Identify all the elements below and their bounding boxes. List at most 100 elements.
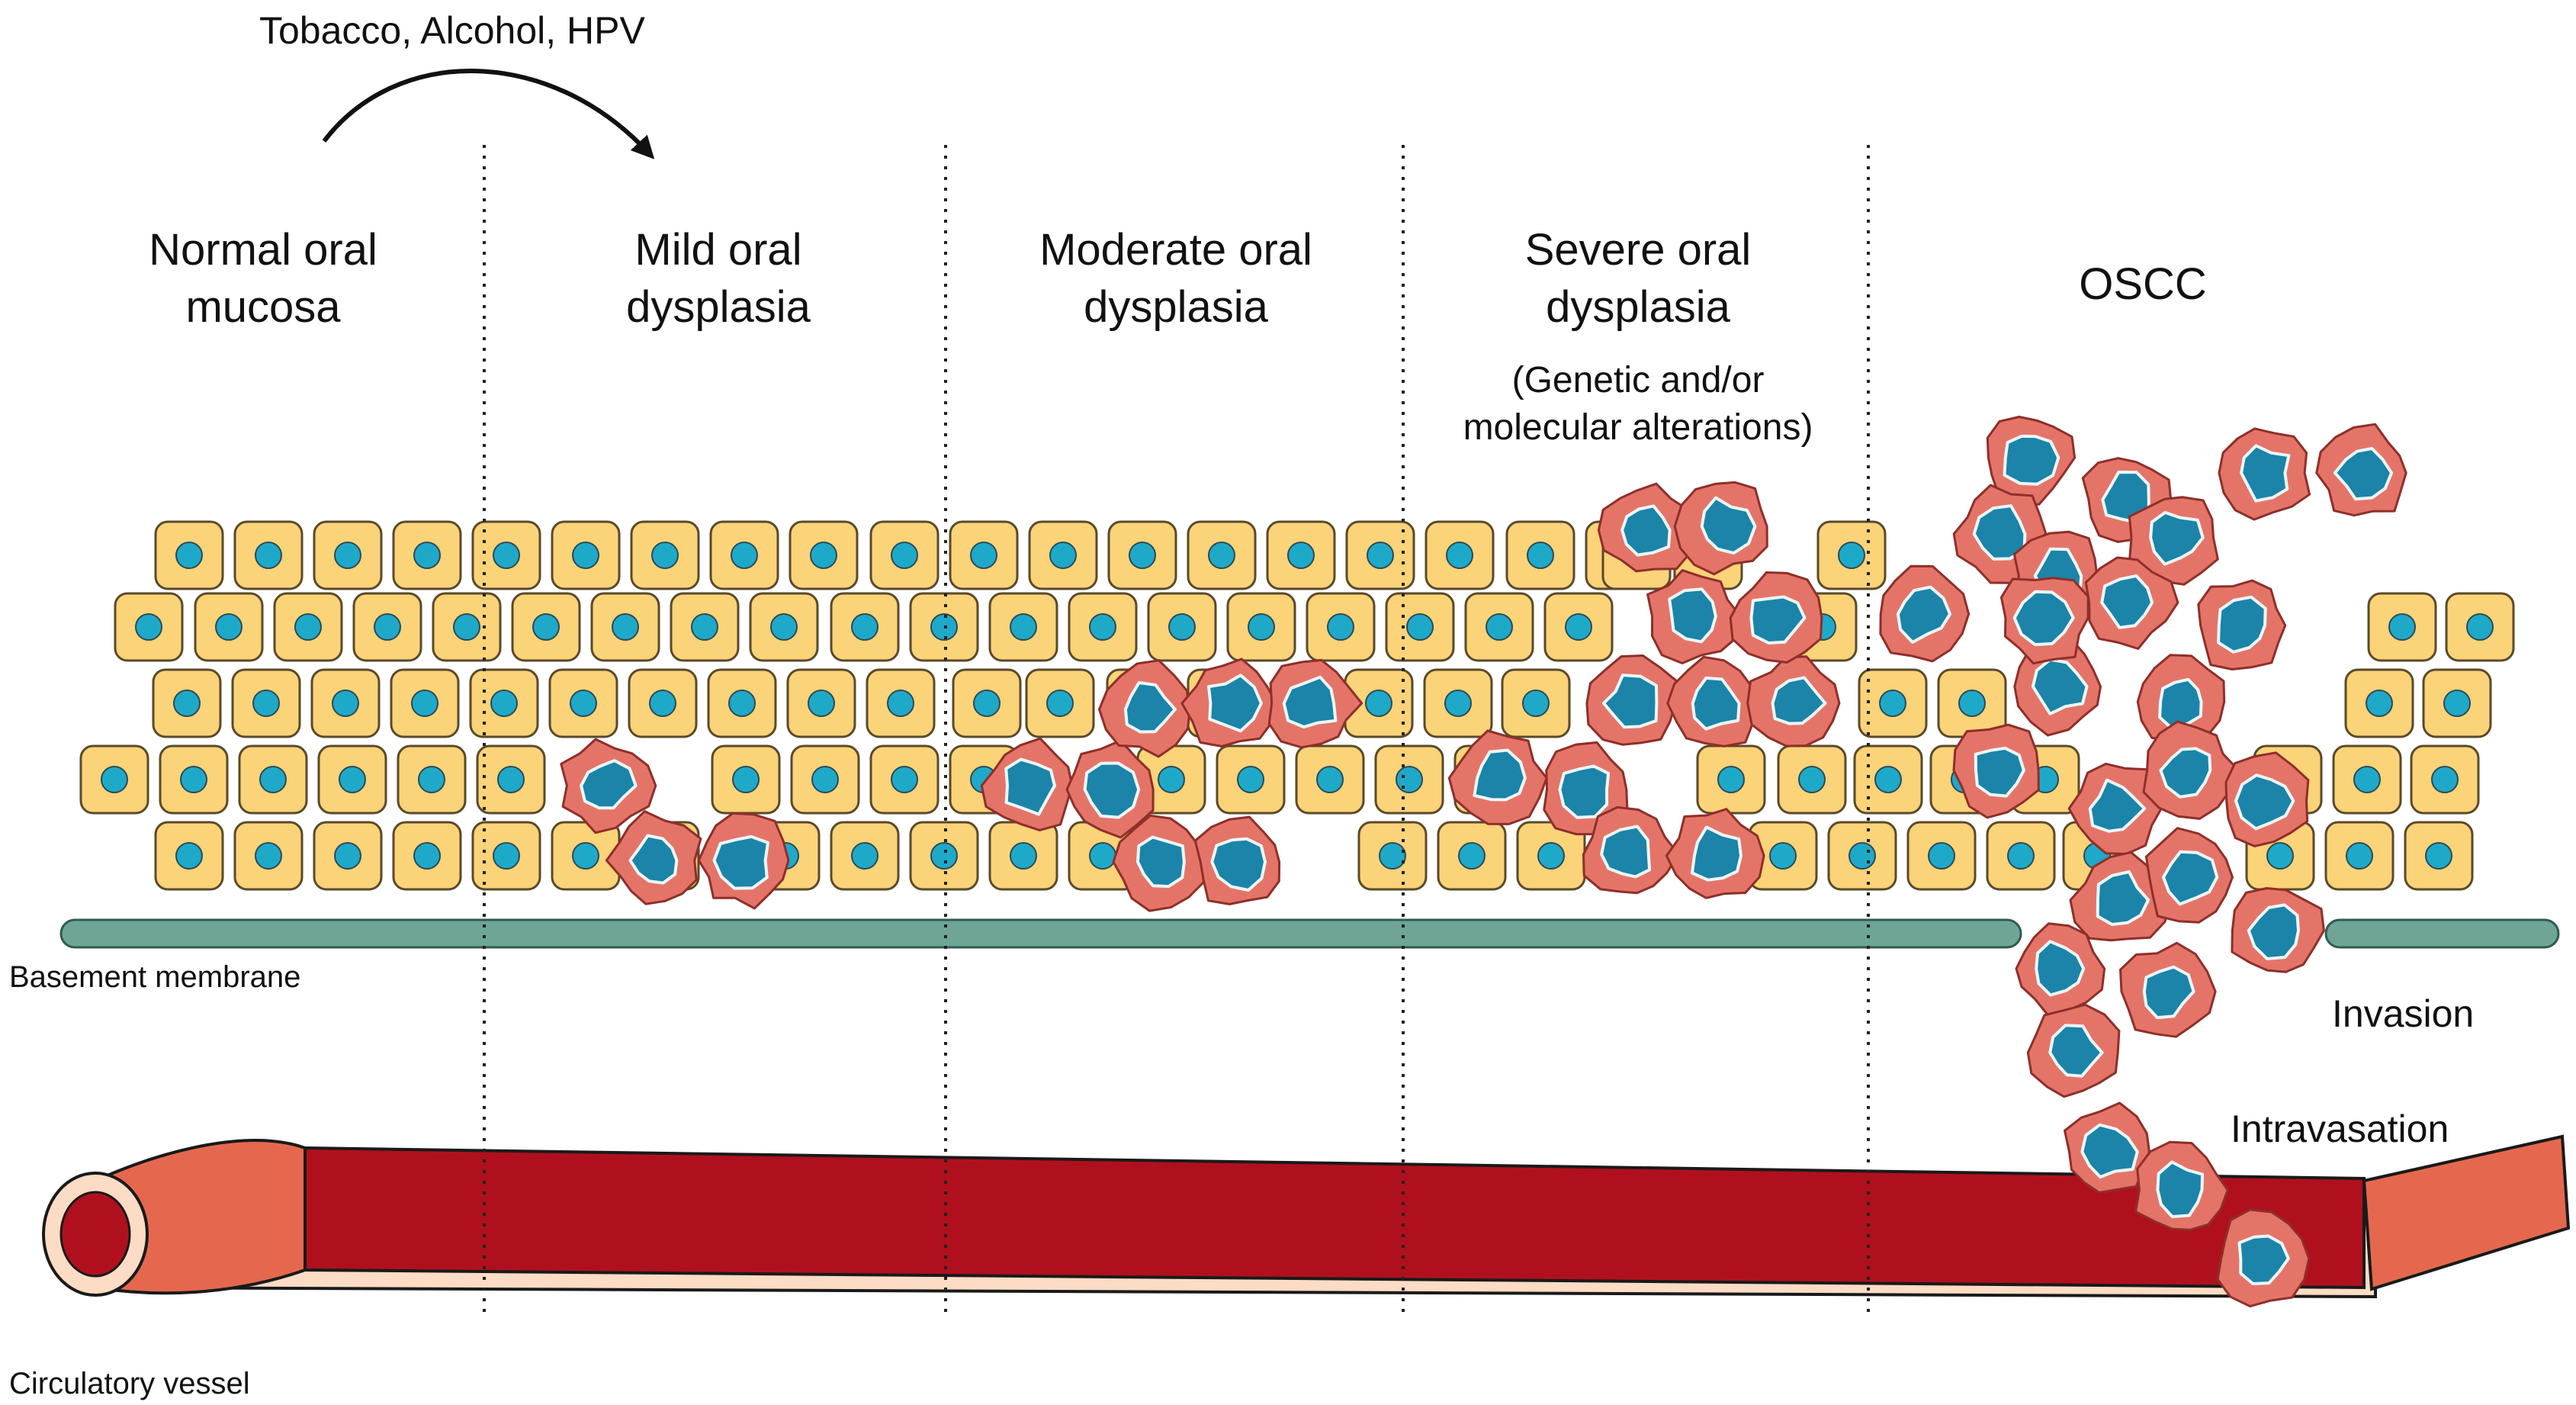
tumor-nucleus — [1896, 585, 1952, 644]
cell-nucleus — [887, 690, 914, 717]
stage-mild-label: Mild oral dysplasia — [626, 225, 811, 333]
cell-nucleus — [259, 766, 287, 793]
cell-nucleus — [1327, 613, 1354, 641]
genetic-alterations-note: (Genetic and/or molecular alterations) — [1463, 360, 1813, 449]
circulatory-vessel-label: Circulatory vessel — [9, 1367, 250, 1400]
cell-nucleus — [649, 690, 676, 717]
cell-nucleus — [2443, 690, 2471, 717]
cell-nucleus — [1874, 766, 1902, 793]
tumor-nucleus — [1602, 674, 1659, 729]
cell-nucleus — [731, 542, 758, 569]
cell-nucleus — [413, 542, 441, 569]
cell-nucleus — [2353, 766, 2381, 793]
tumor-nucleus — [2162, 850, 2219, 906]
stage-severe-label: Severe oral dysplasia — [1524, 225, 1752, 333]
cell-nucleus — [612, 613, 639, 641]
cell-nucleus — [851, 613, 878, 641]
cell-nucleus — [1396, 766, 1423, 793]
tumor-nucleus — [1771, 676, 1827, 725]
tumor-nucleus — [2080, 1123, 2139, 1179]
cell-nucleus — [493, 842, 520, 870]
tumor-nucleus — [2156, 1160, 2205, 1219]
cell-nucleus — [175, 542, 203, 569]
cell-nucleus — [1316, 766, 1344, 793]
stage-oscc-label: OSCC — [2079, 259, 2207, 309]
cell-nucleus — [418, 766, 445, 793]
cell-nucleus — [1848, 842, 1876, 870]
tumor-nucleus — [1600, 825, 1652, 879]
tumor-nucleus — [2159, 747, 2212, 799]
cell-nucleus — [1537, 842, 1565, 870]
cell-nucleus — [1527, 542, 1554, 569]
tumor-nucleus — [1668, 587, 1717, 644]
cell-nucleus — [497, 766, 525, 793]
cell-nucleus — [1565, 613, 1592, 641]
cell-nucleus — [255, 842, 282, 870]
progression-arrow — [322, 69, 655, 159]
tumor-nucleus — [2048, 1024, 2104, 1078]
cell-nucleus — [135, 613, 162, 641]
cell-nucleus — [294, 613, 322, 641]
tumor-nucleus — [1691, 825, 1742, 882]
cell-nucleus — [339, 766, 366, 793]
tumor-nucleus — [1691, 676, 1741, 731]
cell-nucleus — [334, 842, 361, 870]
tumor-nucleus — [2247, 903, 2300, 960]
cell-nucleus — [532, 613, 560, 641]
tumor-nucleus — [1558, 764, 1611, 819]
cell-nucleus — [1928, 842, 1955, 870]
tumor-nucleus — [2217, 595, 2267, 654]
stage-moderate-label: Moderate oral dysplasia — [1039, 225, 1312, 333]
cell-nucleus — [334, 542, 361, 569]
circulatory-vessel — [42, 1134, 2571, 1299]
cell-nucleus — [1129, 542, 1156, 569]
cell-nucleus — [2266, 842, 2294, 870]
tumor-nucleus — [2035, 940, 2086, 997]
cell-nucleus — [175, 842, 203, 870]
basement-membrane-right — [2324, 918, 2560, 949]
cell-nucleus — [1010, 842, 1037, 870]
cell-nucleus — [732, 766, 760, 793]
cell-nucleus — [252, 690, 280, 717]
cell-nucleus — [1458, 842, 1486, 870]
cell-nucleus — [1365, 690, 1392, 717]
cell-nucleus — [1158, 766, 1185, 793]
cell-nucleus — [973, 690, 1001, 717]
tumor-nucleus — [1620, 504, 1672, 557]
tumor-nucleus — [2149, 510, 2205, 566]
stage-normal-label: Normal oral mucosa — [149, 225, 377, 333]
cell-nucleus — [2466, 613, 2494, 641]
cell-nucleus — [811, 766, 839, 793]
tumor-nucleus — [1974, 746, 2025, 798]
cell-nucleus — [2425, 842, 2452, 870]
tumor-nucleus — [2240, 444, 2291, 503]
cell-nucleus — [1769, 842, 1797, 870]
intravasation-label: Intravasation — [2231, 1108, 2449, 1150]
tumor-nucleus — [2012, 590, 2075, 647]
cell-nucleus — [173, 690, 201, 717]
cell-nucleus — [1958, 690, 1986, 717]
cell-nucleus — [572, 542, 599, 569]
cell-nucleus — [1717, 766, 1745, 793]
cell-nucleus — [808, 690, 835, 717]
cell-nucleus — [493, 542, 520, 569]
cell-nucleus — [851, 842, 878, 870]
tumor-nucleus — [1207, 674, 1263, 733]
cell-nucleus — [413, 842, 441, 870]
epithelium-cells — [79, 416, 2515, 1308]
tumor-nucleus — [1749, 595, 1807, 645]
tumor-nucleus — [2234, 773, 2295, 831]
cell-nucleus — [2366, 690, 2393, 717]
tumor-nucleus — [1473, 748, 1527, 802]
cell-nucleus — [1089, 842, 1116, 870]
cell-nucleus — [490, 690, 518, 717]
cell-nucleus — [2346, 842, 2373, 870]
cell-nucleus — [570, 690, 597, 717]
cell-nucleus — [1168, 613, 1196, 641]
cell-nucleus — [1237, 766, 1264, 793]
cell-nucleus — [1287, 542, 1315, 569]
tumor-nucleus — [1210, 837, 1267, 892]
tumor-nucleus — [1004, 757, 1056, 816]
tumor-nucleus — [1700, 496, 1757, 555]
cell-nucleus — [374, 613, 401, 641]
